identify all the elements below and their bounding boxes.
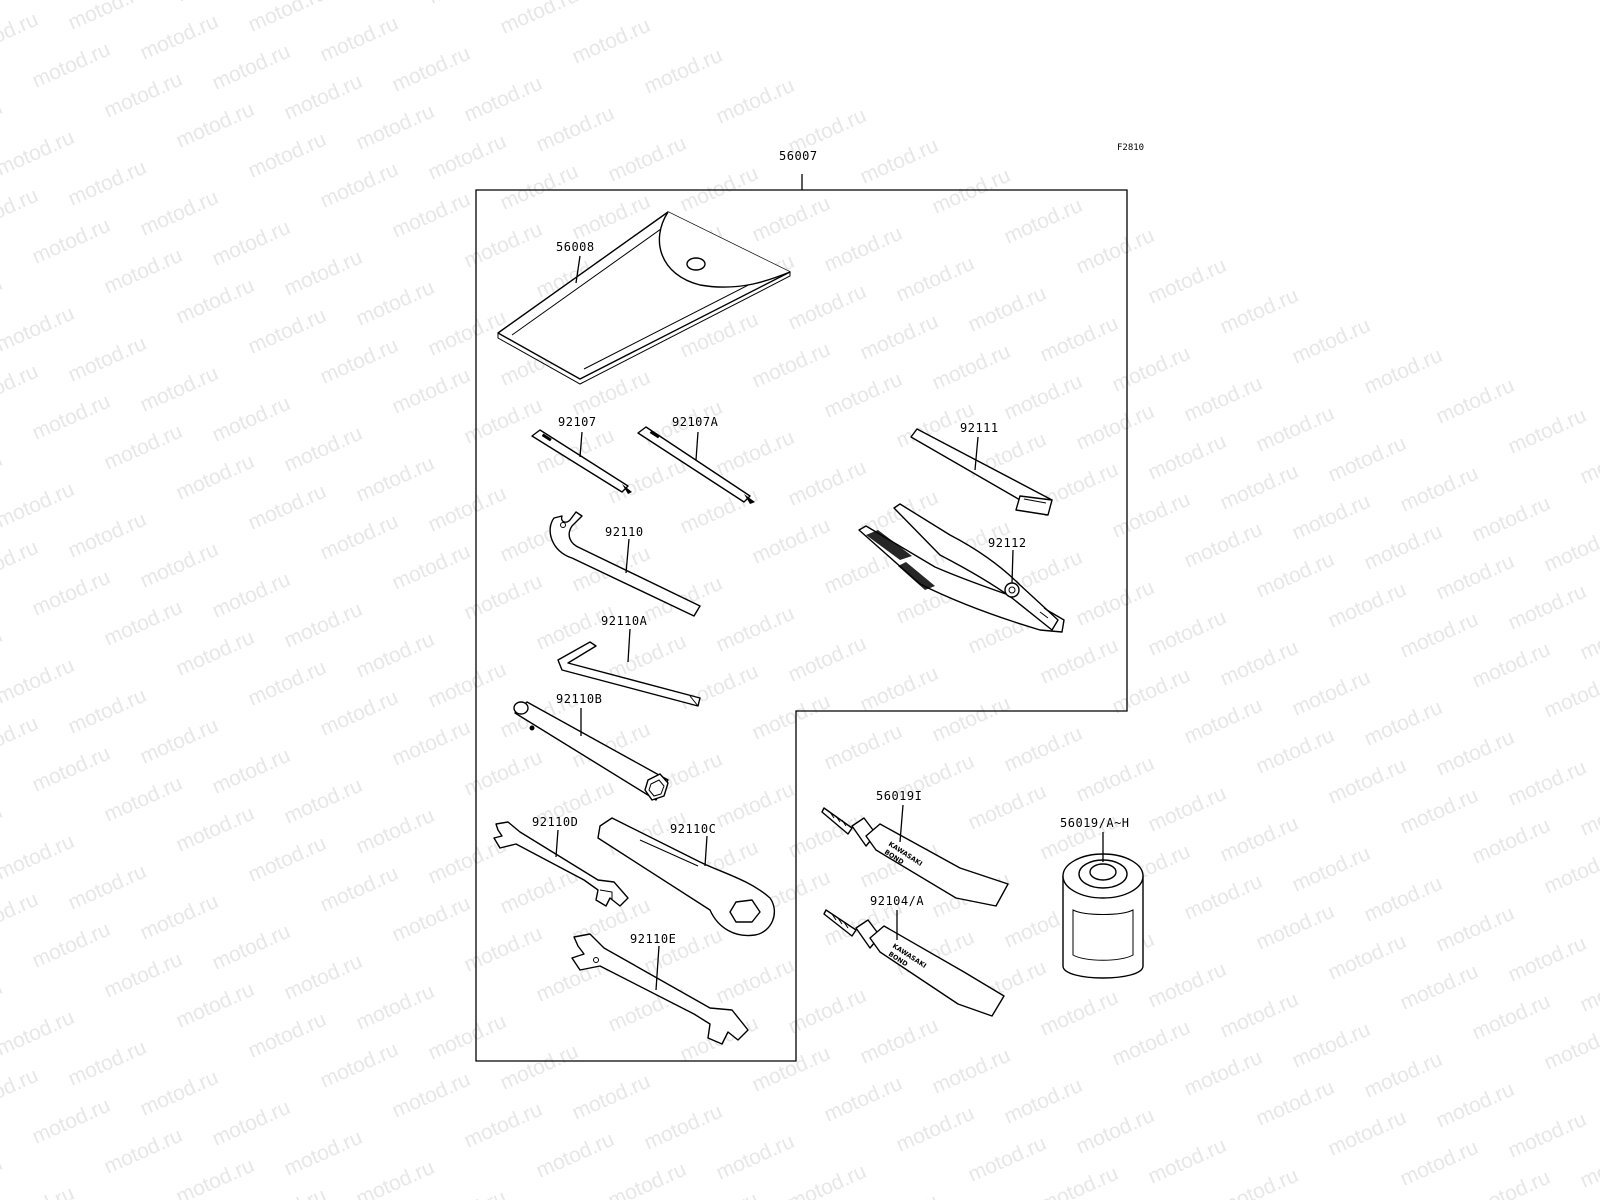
label-56019I: 56019I — [876, 789, 922, 803]
grease-can-icon — [1062, 853, 1144, 979]
leader-92110E — [655, 945, 660, 991]
leader-92110A — [627, 628, 631, 663]
leader-92107 — [579, 431, 583, 458]
leader-56019I — [899, 804, 904, 843]
screwdriver-handle-icon — [910, 428, 1053, 516]
screwdriver-bit-icon — [637, 426, 755, 504]
part-56019AH[interactable]: 56019/A~H — [1060, 816, 1144, 979]
pliers-icon — [858, 503, 1065, 633]
assembly-label: 56007 — [779, 149, 818, 163]
part-92110D[interactable]: 92110D — [493, 815, 629, 907]
label-92110D: 92110D — [532, 815, 578, 829]
assembly-outline — [475, 189, 1128, 1062]
hex-key-icon — [557, 641, 701, 707]
leader-92110C — [704, 835, 708, 867]
part-92110[interactable]: 92110 — [549, 511, 701, 617]
part-92110E[interactable]: 92110E — [571, 932, 749, 1045]
label-92110: 92110 — [605, 525, 644, 539]
label-56008: 56008 — [556, 240, 595, 254]
part-92110B[interactable]: 92110B — [513, 692, 669, 801]
label-92111: 92111 — [960, 421, 999, 435]
part-56019I[interactable]: KAWASAKI BOND 56019I — [821, 789, 1009, 907]
spark-plug-wrench-icon — [513, 701, 669, 801]
leader-92111 — [974, 436, 979, 471]
leader-56008 — [575, 255, 581, 284]
leader-92110D — [555, 829, 559, 858]
label-92110C: 92110C — [670, 822, 716, 836]
part-56008[interactable]: 56008 — [497, 211, 791, 385]
leader-92107A — [695, 431, 699, 461]
leader-92112 — [1011, 549, 1014, 584]
tool-pouch-icon — [497, 211, 791, 385]
label-92110A: 92110A — [601, 614, 648, 628]
part-92104A[interactable]: KAWASAKI BOND 92104/A — [823, 894, 1005, 1017]
screwdriver-bit-icon — [531, 429, 632, 494]
assembly-56007-group[interactable]: 56007 — [475, 149, 1128, 1062]
open-end-wrench-icon — [493, 821, 629, 907]
part-92107A[interactable]: 92107A — [637, 415, 755, 504]
label-92104A: 92104/A — [870, 894, 924, 908]
part-92112[interactable]: 92112 — [858, 503, 1065, 633]
label-92110B: 92110B — [556, 692, 602, 706]
bond-tube-icon: KAWASAKI BOND — [821, 807, 1009, 907]
hook-wrench-icon — [549, 511, 701, 617]
label-92110E: 92110E — [630, 932, 676, 946]
box-wrench-icon — [597, 817, 775, 937]
label-92107: 92107 — [558, 415, 597, 429]
label-56019AH: 56019/A~H — [1060, 816, 1130, 830]
part-92110C[interactable]: 92110C — [597, 817, 775, 937]
leader-92110 — [625, 538, 630, 574]
open-end-wrench-icon — [571, 933, 749, 1045]
figure-code: F2810 — [1117, 143, 1144, 153]
bond-tube-icon: KAWASAKI BOND — [823, 909, 1005, 1017]
label-92107A: 92107A — [672, 415, 719, 429]
label-92112: 92112 — [988, 536, 1027, 550]
part-92110A[interactable]: 92110A — [557, 614, 701, 707]
part-92111[interactable]: 92111 — [910, 421, 1053, 516]
part-92107[interactable]: 92107 — [531, 415, 632, 494]
